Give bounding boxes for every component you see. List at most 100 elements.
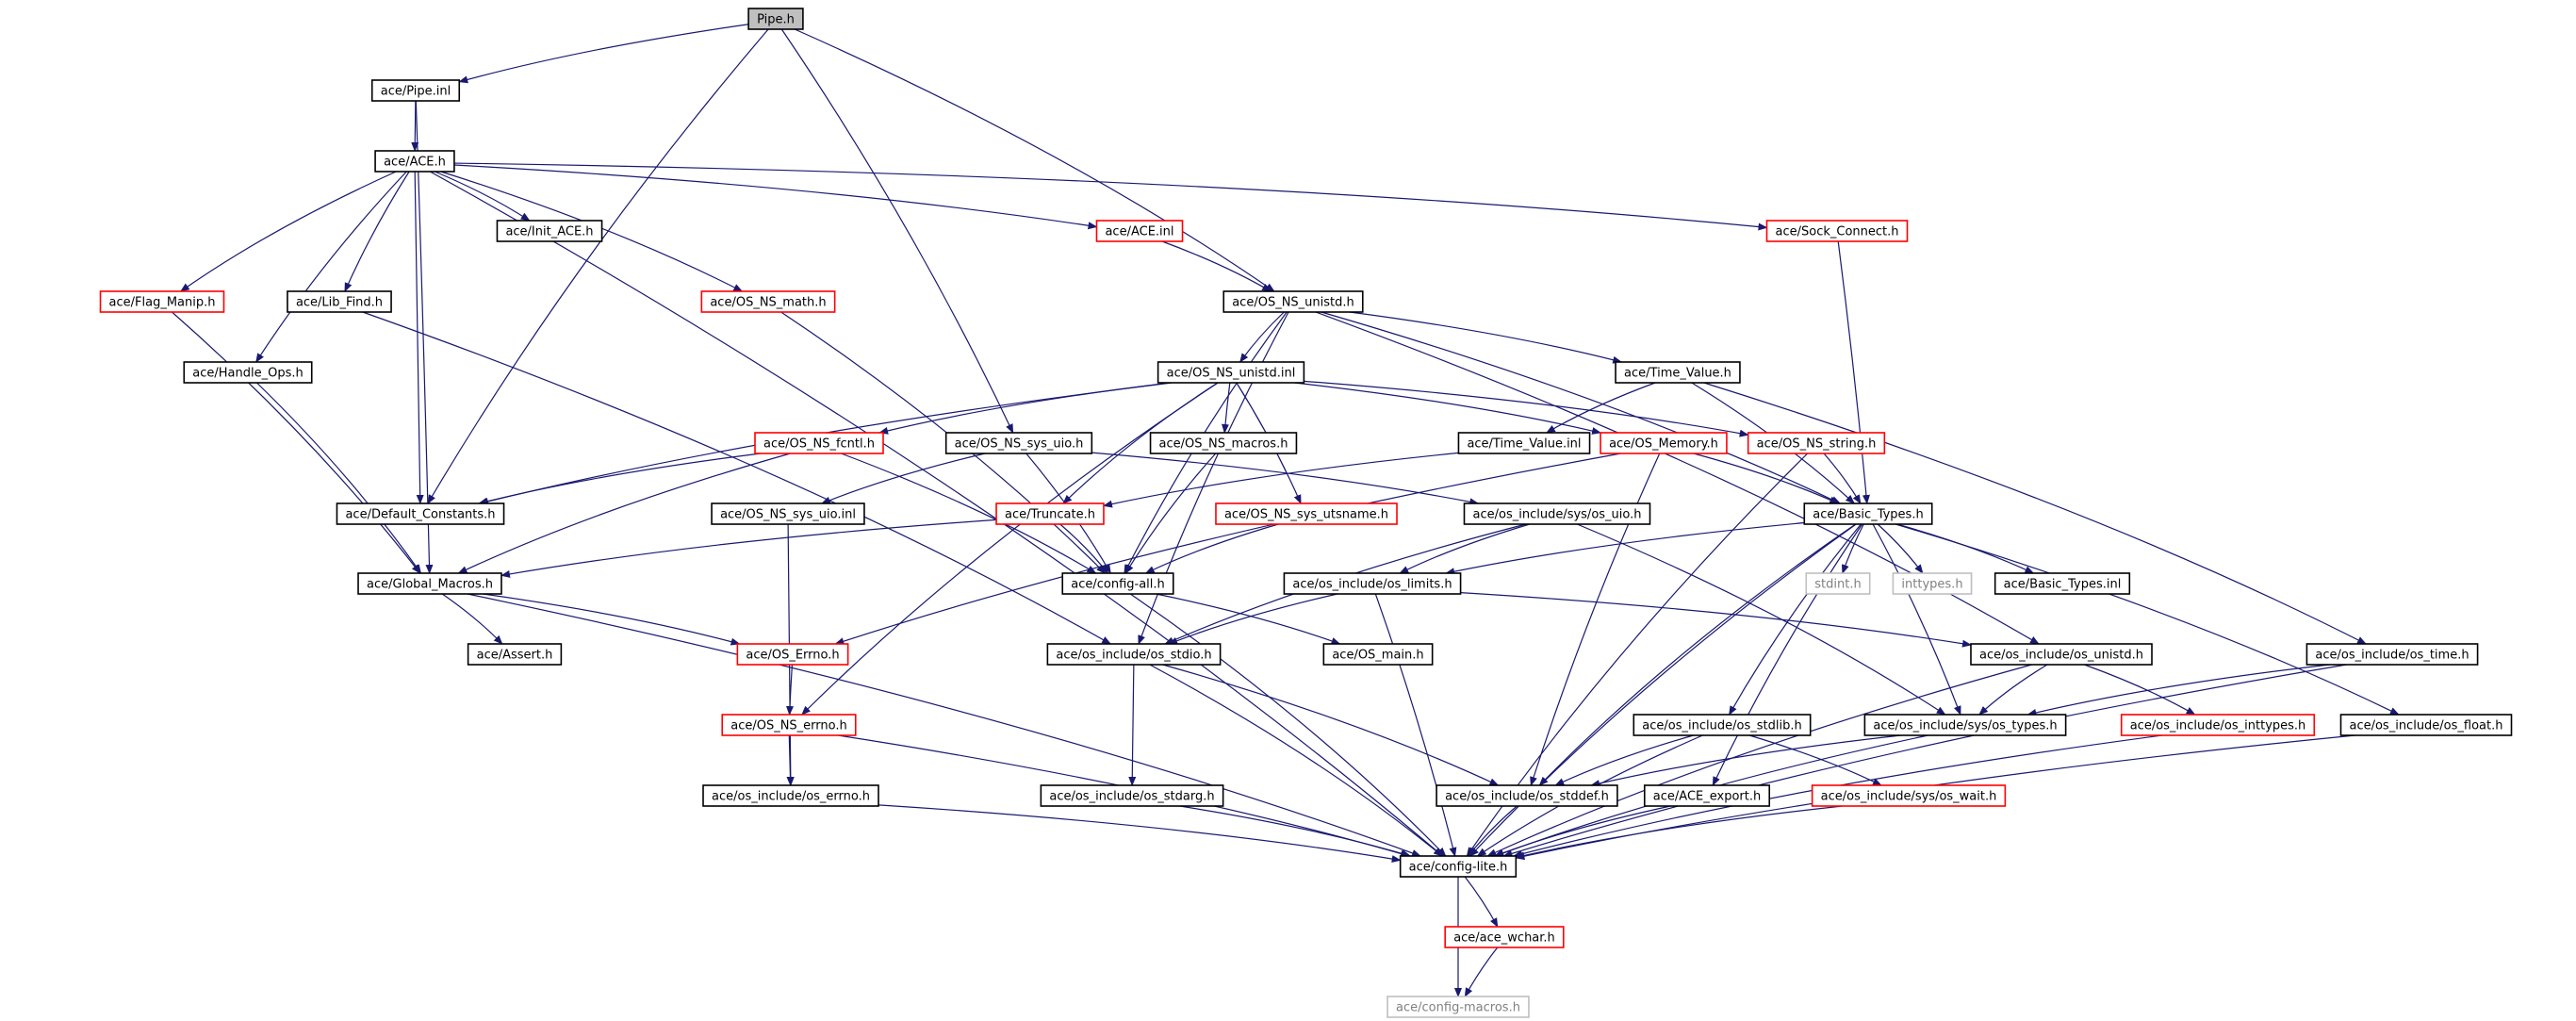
node-config-macros-h[interactable]: ace/config-macros.h <box>1386 996 1530 1018</box>
node-label: ace/OS_NS_errno.h <box>730 719 847 733</box>
node-assert-h[interactable]: ace/Assert.h <box>467 643 563 666</box>
node-truncate-h[interactable]: ace/Truncate.h <box>995 502 1105 525</box>
node-os-unistd-h[interactable]: ace/os_include/os_unistd.h <box>1970 643 2153 666</box>
node-label: ace/OS_Errno.h <box>746 649 839 663</box>
edge-ace_h-to-handle_ops_h <box>255 171 407 363</box>
node-os-wait-h[interactable]: ace/os_include/sys/os_wait.h <box>1811 784 2007 807</box>
node-box <box>1322 643 1434 666</box>
node-box <box>1803 502 1933 525</box>
edge-time_value_inl-to-truncate_h <box>1102 452 1459 508</box>
node-os-stdarg-h[interactable]: ace/os_include/os_stdarg.h <box>1040 784 1224 807</box>
edge-ace_h-to-init_ace_h <box>435 171 531 222</box>
edge-os_ns_unistd_h-to-os_stdio_h <box>1138 311 1289 645</box>
node-os-ns-sys-uio-inl[interactable]: ace/OS_NS_sys_uio.inl <box>711 502 865 525</box>
node-ace-export-h[interactable]: ace/ACE_export.h <box>1643 784 1771 807</box>
node-global-macros-h[interactable]: ace/Global_Macros.h <box>357 572 502 595</box>
node-ace-inl[interactable]: ace/ACE.inl <box>1095 220 1184 242</box>
node-os-ns-string-h[interactable]: ace/OS_NS_string.h <box>1747 432 1886 454</box>
node-os-memory-h[interactable]: ace/OS_Memory.h <box>1600 432 1728 454</box>
node-os-uio-h[interactable]: ace/os_include/sys/os_uio.h <box>1463 502 1651 525</box>
edge-basic_types_h-to-config_lite_h <box>1469 523 1857 857</box>
node-os-time-h[interactable]: ace/os_include/os_time.h <box>2305 643 2479 666</box>
node-os-stddef-h[interactable]: ace/os_include/os_stddef.h <box>1436 784 1618 807</box>
node-ace-wchar-h[interactable]: ace/ace_wchar.h <box>1444 926 1565 948</box>
node-flag-manip-h[interactable]: ace/Flag_Manip.h <box>99 290 225 313</box>
node-label: ace/ACE.h <box>384 156 446 170</box>
node-label: ace/ACE_export.h <box>1653 790 1761 804</box>
edge-sock_connect_h-to-basic_types_h <box>1837 240 1870 504</box>
node-handle-ops-h[interactable]: ace/Handle_Ops.h <box>183 361 313 384</box>
node-box <box>374 150 455 173</box>
node-label: inttypes.h <box>1901 578 1962 592</box>
edge-lib_find_h-to-os_stdio_h <box>362 311 1112 645</box>
edge-os_types_h-to-os_stddef_h <box>1590 734 1901 787</box>
node-sock-connect-h[interactable]: ace/Sock_Connect.h <box>1765 220 1909 242</box>
edge-ace_h-to-sock_connect_h <box>453 162 1768 231</box>
edge-pipe_inl-to-ace_h <box>411 100 419 152</box>
edge-basic_types_h-to-os_stddef_h <box>1538 523 1857 786</box>
node-label: ace/os_include/sys/os_uio.h <box>1473 508 1642 522</box>
edge-ace_wchar_h-to-config_macros_h <box>1464 947 1499 997</box>
node-os-types-h[interactable]: ace/os_include/sys/os_types.h <box>1863 714 2067 736</box>
node-inttypes-h[interactable]: inttypes.h <box>1892 572 1973 595</box>
node-label: ace/os_include/sys/os_wait.h <box>1821 790 1997 804</box>
node-box <box>1600 432 1728 454</box>
node-lib-find-h[interactable]: ace/Lib_Find.h <box>287 290 392 313</box>
node-box <box>467 643 563 666</box>
node-box <box>711 502 865 525</box>
node-os-ns-math-h[interactable]: ace/OS_NS_math.h <box>700 290 836 313</box>
edge-os_stdio_h-to-os_stdarg_h <box>1128 664 1137 786</box>
node-os-ns-errno-h[interactable]: ace/OS_NS_errno.h <box>721 714 857 736</box>
node-basic-types-h[interactable]: ace/Basic_Types.h <box>1803 502 1933 525</box>
node-os-ns-fcntl-h[interactable]: ace/OS_NS_fcntl.h <box>754 432 884 454</box>
node-os-stdio-h[interactable]: ace/os_include/os_stdio.h <box>1046 643 1222 666</box>
edge-os_ns_fcntl_h-to-default_constants_h <box>478 453 762 505</box>
node-pipe-h[interactable]: Pipe.h <box>747 8 804 30</box>
node-basic-types-inl[interactable]: ace/Basic_Types.inl <box>1994 572 2131 595</box>
edge-config_lite_h-to-ace_wchar_h <box>1464 876 1499 928</box>
node-box <box>736 643 849 666</box>
node-os-errno-ace-h[interactable]: ace/OS_Errno.h <box>736 643 849 666</box>
edge-os_unistd_h-to-os_types_h <box>1978 664 2048 716</box>
node-time-value-h[interactable]: ace/Time_Value.h <box>1615 361 1741 384</box>
node-os-stdlib-h[interactable]: ace/os_include/os_stdlib.h <box>1633 714 1812 736</box>
edge-global_macros_h-to-config_lite_h <box>467 593 1421 857</box>
node-init-ace-h[interactable]: ace/Init_ACE.h <box>496 220 603 242</box>
node-box <box>357 572 502 595</box>
node-ace-h[interactable]: ace/ACE.h <box>374 150 455 173</box>
edge-os_time_h-to-config_lite_h <box>1502 664 2347 858</box>
node-box <box>1040 784 1224 807</box>
node-config-lite-h[interactable]: ace/config-lite.h <box>1399 855 1518 878</box>
node-os-float-h[interactable]: ace/os_include/os_float.h <box>2339 714 2513 736</box>
node-os-errno-h[interactable]: ace/os_include/os_errno.h <box>702 784 879 807</box>
node-os-limits-h[interactable]: ace/os_include/os_limits.h <box>1283 572 1462 595</box>
node-box <box>1970 643 2153 666</box>
node-box <box>2339 714 2513 736</box>
node-label: ace/Basic_Types.h <box>1813 508 1923 522</box>
node-box <box>1633 714 1812 736</box>
node-label: ace/os_include/os_stdio.h <box>1056 649 1211 663</box>
node-time-value-inl[interactable]: ace/Time_Value.inl <box>1457 432 1591 454</box>
node-box <box>1643 784 1771 807</box>
node-box <box>995 502 1105 525</box>
node-default-constants-h[interactable]: ace/Default_Constants.h <box>336 502 505 525</box>
node-config-all-h[interactable]: ace/config-all.h <box>1061 572 1174 595</box>
edge-ace_h-to-lib_find_h <box>344 171 410 292</box>
node-box <box>99 290 225 313</box>
edge-truncate_h-to-config_all_h <box>1059 523 1108 574</box>
node-label: ace/OS_NS_sys_utsname.h <box>1224 508 1388 522</box>
node-os-ns-sys-utsname-h[interactable]: ace/OS_NS_sys_utsname.h <box>1215 502 1398 525</box>
node-os-ns-sys-uio-h[interactable]: ace/OS_NS_sys_uio.h <box>944 432 1093 454</box>
node-label: ace/os_include/os_stdarg.h <box>1049 790 1214 804</box>
node-pipe-inl[interactable]: ace/Pipe.inl <box>370 79 461 102</box>
node-os-inttypes-h[interactable]: ace/os_include/os_inttypes.h <box>2120 714 2316 736</box>
edge-handle_ops_h-to-global_macros_h <box>256 382 422 574</box>
node-box <box>1222 290 1364 313</box>
node-label: ace/Sock_Connect.h <box>1776 225 1899 239</box>
node-stdint-h[interactable]: stdint.h <box>1805 572 1871 595</box>
node-os-ns-unistd-inl[interactable]: ace/OS_NS_unistd.inl <box>1157 361 1305 384</box>
edge-basic_types_h-to-os_float_h <box>1895 523 2400 716</box>
node-os-main-h[interactable]: ace/OS_main.h <box>1322 643 1434 666</box>
node-os-ns-macros-h[interactable]: ace/OS_NS_macros.h <box>1149 432 1298 454</box>
node-os-ns-unistd-h[interactable]: ace/OS_NS_unistd.h <box>1222 290 1364 313</box>
